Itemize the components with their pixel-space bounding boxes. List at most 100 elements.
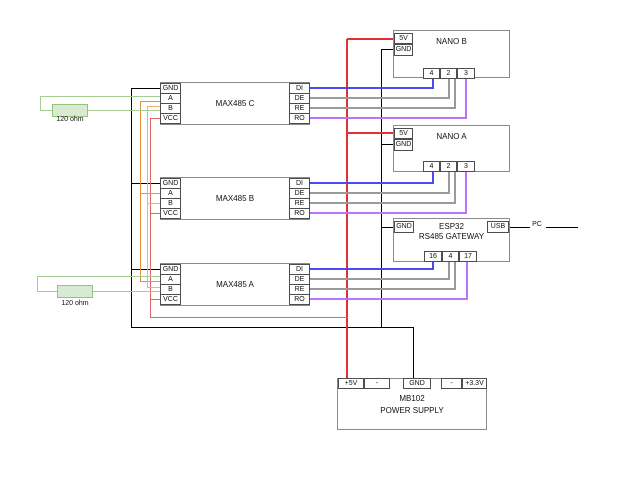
wire-resistor-top-loop [40, 96, 41, 111]
wire-re-b-to-nanoa2 [454, 172, 456, 204]
wire-ro-c-to-nanob3 [310, 117, 467, 119]
wire-gnd-bus-right [381, 49, 382, 328]
wire-di-a-to-esp16 [310, 268, 434, 270]
mb102-power-supply-label-2: POWER SUPPLY [380, 406, 444, 415]
max485c-pin-vcc: VCC [160, 113, 181, 124]
wire-de-b-to-nanoa2 [310, 192, 450, 194]
pc-label: PC [532, 221, 542, 228]
nanoa-pin-3: 3 [457, 161, 475, 172]
esp32-rs485-gateway-label-2: RS485 GATEWAY [418, 232, 485, 241]
wire-gnd-stub-esp32 [381, 227, 395, 228]
wire-vcc-bus [150, 118, 161, 119]
wire-re-c-to-nanob2 [310, 107, 456, 109]
termination-resistor-bottom [57, 285, 93, 298]
wire-gnd-bus-left [413, 327, 414, 379]
max485a-pin-vcc: VCC [160, 294, 181, 305]
nanoa-pin-gnd: GND [394, 139, 413, 151]
mb102-power-supply-label: MB102 [399, 394, 425, 403]
wire-resistor-bottom-loop [37, 291, 161, 292]
wire-b-bus [147, 106, 148, 288]
wire-re-c-to-nanob2 [454, 79, 456, 109]
wire-de-b-to-nanoa2 [448, 172, 450, 194]
wire-b-bus [147, 106, 161, 107]
esp32-pin-17: 17 [459, 251, 477, 262]
wire-resistor-top-loop [40, 96, 161, 97]
mb102-pin-gnd: GND [403, 378, 431, 389]
wire-di-c-to-nanob4 [310, 87, 434, 89]
max485a-pin-ro: RO [289, 294, 310, 305]
wire-gnd-bus-left [131, 327, 414, 328]
mb102-pin-minus-2: - [441, 378, 462, 389]
max485-b-label: MAX485 B [215, 193, 255, 203]
wire-gnd-bus-left [131, 88, 161, 89]
wire-5v-branch-nanoa [347, 132, 394, 134]
wire-ro-a-to-esp17 [466, 262, 468, 300]
wire-usb-to-pc [509, 227, 530, 228]
max485-c-label: MAX485 C [215, 98, 255, 108]
wire-a-stub-max485b [140, 193, 161, 194]
wire-re-b-to-nanoa2 [310, 202, 456, 204]
wire-de-c-to-nanob2 [448, 79, 450, 99]
termination-resistor-top [52, 104, 88, 117]
nanob-pin-5v: 5V [394, 33, 413, 44]
nano-a-label: NANO A [436, 132, 467, 141]
wire-re-a-to-esp4 [454, 262, 456, 290]
wire-a-bus [140, 101, 161, 102]
wire-de-c-to-nanob2 [310, 97, 450, 99]
nanob-pin-2: 2 [440, 68, 457, 79]
max485-b: MAX485 B [160, 177, 310, 220]
max485b-pin-vcc: VCC [160, 208, 181, 219]
wire-gnd-bus-left [131, 88, 132, 328]
nanoa-pin-4: 4 [423, 161, 440, 172]
wire-gnd-stub-max485b [131, 183, 161, 184]
esp32-pin-16: 16 [424, 251, 442, 262]
wire-vcc-bus [150, 317, 348, 318]
wire-5v-rail [346, 39, 348, 379]
wire-resistor-bottom-loop [37, 276, 161, 277]
wire-ro-a-to-esp17 [310, 298, 468, 300]
max485-a-label: MAX485 A [216, 279, 254, 289]
nanoa-pin-5v: 5V [394, 128, 413, 139]
wire-gnd-stub-max485a [131, 269, 161, 270]
esp32-pin-4: 4 [442, 251, 459, 262]
nanob-pin-gnd: GND [394, 44, 413, 56]
wire-resistor-bottom-loop [37, 276, 38, 292]
wire-vcc-stub-max485a [150, 299, 161, 300]
termination-resistor-top-label: 120 ohm [56, 116, 84, 123]
termination-resistor-bottom-label: 120 ohm [61, 300, 89, 307]
wire-di-b-to-nanoa4 [432, 172, 434, 184]
nanoa-pin-2: 2 [440, 161, 457, 172]
mb102-pin-3v3: +3.3V [462, 378, 487, 389]
esp32-pin-gnd: GND [394, 221, 414, 233]
wire-ro-c-to-nanob3 [465, 79, 467, 119]
wire-ro-b-to-nanoa3 [310, 212, 467, 214]
wire-a-bus [140, 101, 141, 282]
max485-c: MAX485 C [160, 82, 310, 125]
wire-vcc-stub-max485b [150, 213, 161, 214]
mb102-pin-minus-1: - [364, 378, 390, 389]
wire-re-a-to-esp4 [310, 288, 456, 290]
max485-a: MAX485 A [160, 263, 310, 306]
wire-di-b-to-nanoa4 [310, 182, 434, 184]
wire-5v-rail [347, 38, 394, 40]
wire-pc-right [546, 227, 578, 228]
max485b-pin-ro: RO [289, 208, 310, 219]
nanob-pin-3: 3 [457, 68, 475, 79]
wire-b-stub-max485b [147, 203, 161, 204]
wire-vcc-bus [150, 118, 151, 318]
wire-di-a-to-esp16 [432, 262, 434, 270]
wire-a-bus [140, 281, 161, 282]
wire-b-bus [147, 287, 161, 288]
wire-de-a-to-esp4 [448, 262, 450, 280]
mb102-pin-5v: +5V [338, 378, 364, 389]
wire-de-a-to-esp4 [310, 278, 450, 280]
wire-di-c-to-nanob4 [432, 79, 434, 89]
nanob-pin-4: 4 [423, 68, 440, 79]
esp32-rs485-gateway-label: ESP32 [439, 222, 464, 231]
nano-b-label: NANO B [436, 37, 467, 46]
wire-gnd-bus-right [381, 49, 395, 50]
max485c-pin-ro: RO [289, 113, 310, 124]
wire-gnd-stub-nanoa [381, 144, 395, 145]
wire-resistor-top-loop [40, 110, 161, 111]
